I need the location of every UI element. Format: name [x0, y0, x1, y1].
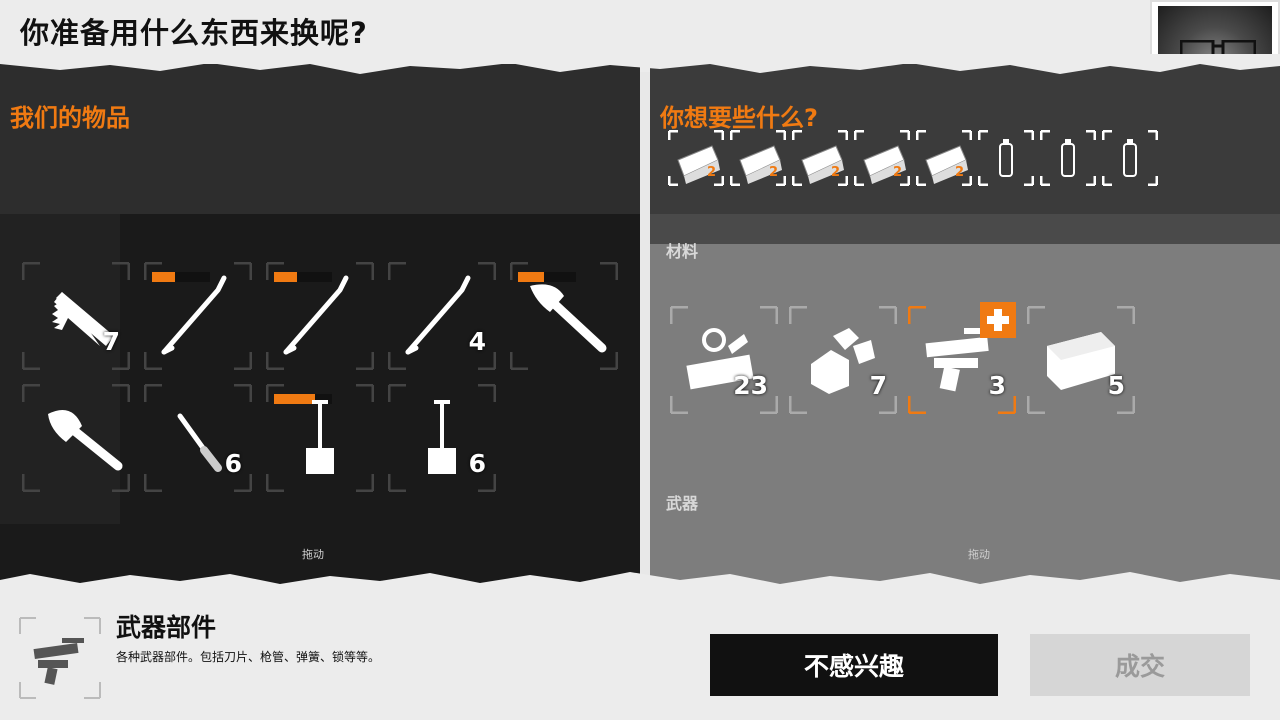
selected-item-icon [18, 616, 102, 700]
crowbar-icon [283, 275, 349, 355]
wanted-quantity: 2 [954, 165, 964, 180]
wanted-item-slot[interactable]: 2 [668, 130, 724, 186]
wanted-item-slot[interactable]: 2 [854, 130, 910, 186]
axe-icon [48, 410, 123, 471]
selected-item-name: 武器部件 [116, 613, 217, 642]
our-item-slot[interactable] [144, 262, 252, 370]
wanted-quantity: 2 [768, 165, 778, 180]
material-quantity: 3 [988, 371, 1006, 400]
wood-icon [801, 145, 844, 184]
material-quantity: 23 [733, 371, 768, 400]
wood-icon [677, 145, 720, 184]
wanted-item-slot[interactable] [1040, 130, 1096, 186]
wanted-item-slot[interactable] [978, 130, 1034, 186]
wanted-quantity: 2 [892, 165, 902, 180]
wood-icon [1047, 332, 1115, 390]
trader-stock-board [650, 214, 1280, 588]
durability-bar [518, 272, 576, 282]
our-item-slot[interactable]: 7 [22, 262, 130, 370]
material-quantity: 7 [869, 371, 887, 400]
crowbar-icon [405, 275, 471, 355]
durability-bar [152, 272, 210, 282]
material-slot[interactable]: 7 [789, 306, 897, 414]
drag-hint-left: 拖动 [302, 548, 324, 561]
torn-paper-top [0, 54, 1280, 74]
item-quantity: 4 [468, 327, 486, 356]
hatchet-icon [530, 284, 607, 353]
wanted-quantity: 2 [830, 165, 840, 180]
wood-icon [739, 145, 782, 184]
our-items-heading: 我们的物品 [10, 104, 130, 132]
category-weapons: 武器 [666, 494, 699, 513]
drag-hint-right: 拖动 [968, 548, 990, 561]
wanted-item-slot[interactable]: 2 [916, 130, 972, 186]
material-slot[interactable]: 5 [1027, 306, 1135, 414]
our-item-slot[interactable]: 6 [388, 384, 496, 492]
knife-icon [177, 413, 222, 472]
item-quantity: 7 [102, 327, 120, 356]
saw-icon [52, 292, 114, 346]
torn-paper-bottom [0, 572, 1280, 598]
category-materials: 材料 [666, 242, 699, 261]
wanted-quantity: 2 [706, 165, 716, 180]
our-item-slot[interactable]: 6 [144, 384, 252, 492]
our-item-slot[interactable] [510, 262, 618, 370]
weapon-parts-icon [925, 328, 994, 392]
add-icon[interactable] [980, 302, 1016, 338]
not-interested-button[interactable]: 不感兴趣 [710, 634, 998, 696]
our-item-slot[interactable] [22, 384, 130, 492]
durability-bar [274, 272, 332, 282]
our-item-slot[interactable]: 4 [388, 262, 496, 370]
water-bottle-icon [1061, 139, 1075, 177]
wood-icon [925, 145, 968, 184]
dialog-title: 你准备用什么东西来换呢? [20, 16, 368, 50]
wood-icon [863, 145, 906, 184]
our-items-panel: 我们的物品 7 4 6 6 拖动 [0, 64, 640, 588]
components-icon [686, 328, 754, 390]
our-item-slot[interactable] [266, 262, 374, 370]
shovel-icon [428, 400, 456, 474]
durability-bar [274, 394, 332, 404]
wanted-item-slot[interactable] [1102, 130, 1158, 186]
shovel-icon [306, 400, 334, 474]
item-quantity: 6 [224, 449, 242, 478]
material-quantity: 5 [1107, 371, 1125, 400]
parts-icon [811, 328, 875, 394]
water-bottle-icon [1123, 139, 1137, 177]
our-item-slot[interactable] [266, 384, 374, 492]
material-slot[interactable]: 23 [670, 306, 778, 414]
wanted-item-slot[interactable]: 2 [792, 130, 848, 186]
wanted-item-slot[interactable]: 2 [730, 130, 786, 186]
deal-button[interactable]: 成交 [1030, 634, 1250, 696]
item-quantity: 6 [468, 449, 486, 478]
crowbar-icon [161, 275, 227, 355]
panel-divider [640, 72, 650, 588]
selected-item-description: 各种武器部件。包括刀片、枪管、弹簧、锁等等。 [116, 650, 381, 664]
wanted-items-heading: 你想要些什么? [660, 104, 818, 132]
water-bottle-icon [999, 139, 1013, 177]
wanted-items-panel: 你想要些什么? 2 2 2 2 2 材料 23 7 3 5 武器 拖动 [650, 64, 1280, 588]
